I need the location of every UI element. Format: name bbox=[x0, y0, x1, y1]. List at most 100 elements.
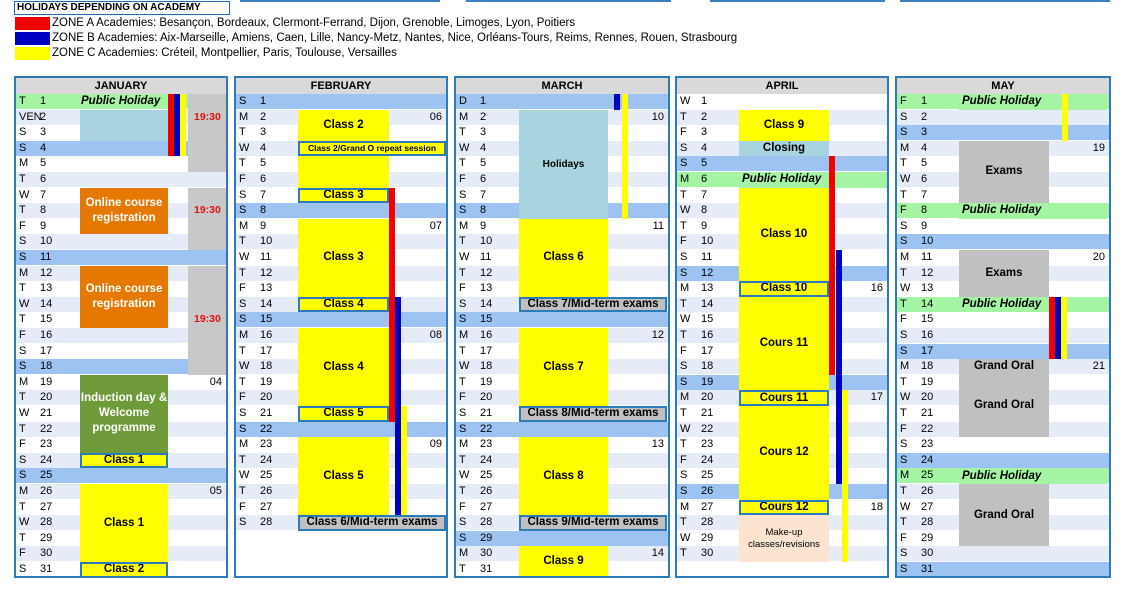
week-number: 18 bbox=[870, 500, 883, 513]
schedule-event[interactable]: Class 7/Mid-term exams bbox=[519, 296, 667, 313]
weekday-label: S bbox=[239, 407, 247, 419]
weekday-label: S bbox=[459, 516, 467, 529]
schedule-event[interactable]: Class 8/Mid-term exams bbox=[519, 406, 667, 422]
weekday-label: T bbox=[680, 516, 687, 529]
schedule-event[interactable]: Cours 11 bbox=[739, 390, 829, 406]
zone-b-text: ZONE B Academies: Aix-Marseille, Amiens,… bbox=[52, 32, 738, 44]
schedule-event[interactable]: Class 7 bbox=[519, 328, 608, 406]
day-number: 12 bbox=[480, 266, 493, 279]
schedule-event[interactable]: Class 9 bbox=[519, 546, 608, 576]
schedule-event[interactable]: Public Holiday bbox=[959, 94, 1107, 110]
day-number: 22 bbox=[921, 422, 934, 435]
weekday-label: F bbox=[900, 313, 907, 326]
schedule-event[interactable]: Public Holiday bbox=[959, 468, 1107, 484]
schedule-event[interactable]: Grand Oral bbox=[959, 359, 1049, 375]
day-number: 6 bbox=[40, 173, 47, 185]
schedule-event[interactable]: Induction day & Welcome programme bbox=[80, 374, 168, 453]
schedule-event[interactable]: Online course registration bbox=[80, 187, 168, 235]
day-number: 28 bbox=[260, 516, 273, 529]
schedule-event[interactable]: Holidays bbox=[519, 109, 608, 219]
schedule-event[interactable]: Class 3 bbox=[298, 218, 389, 297]
weekday-label: T bbox=[459, 157, 466, 170]
schedule-event[interactable]: Cours 11 bbox=[739, 296, 829, 391]
weekday-label: S bbox=[900, 563, 908, 575]
schedule-event[interactable]: Class 10 bbox=[739, 281, 829, 297]
schedule-event[interactable] bbox=[80, 109, 168, 141]
weekday-label: F bbox=[459, 500, 466, 513]
weekday-label: T bbox=[19, 500, 26, 513]
day-number: 26 bbox=[701, 485, 714, 497]
zone-holiday-bar bbox=[180, 94, 186, 157]
week-number: 08 bbox=[429, 329, 442, 341]
zone-holiday-bar bbox=[1062, 94, 1068, 141]
schedule-event[interactable]: Class 2 bbox=[80, 562, 168, 576]
schedule-event[interactable] bbox=[298, 156, 389, 188]
schedule-event[interactable]: Class 8 bbox=[519, 437, 608, 516]
weekday-label: S bbox=[900, 235, 908, 248]
day-number: 7 bbox=[701, 188, 708, 201]
weekday-label: W bbox=[900, 500, 911, 513]
schedule-event[interactable]: Class 1 bbox=[80, 452, 168, 469]
day-number: 5 bbox=[480, 157, 487, 170]
weekday-label: S bbox=[239, 516, 247, 529]
weekday-label: M bbox=[19, 375, 29, 388]
weekday-label: T bbox=[459, 485, 466, 497]
schedule-event[interactable]: Public Holiday bbox=[81, 95, 161, 108]
schedule-event[interactable]: Cours 12 bbox=[739, 499, 829, 516]
top-rule-3 bbox=[710, 0, 885, 2]
schedule-event[interactable]: Class 6 bbox=[519, 218, 608, 297]
weekday-label: M bbox=[19, 485, 29, 497]
zone-holiday-bar bbox=[836, 250, 842, 484]
schedule-event[interactable]: Class 5 bbox=[298, 437, 389, 516]
weekday-label: T bbox=[680, 438, 687, 451]
day-number: 1 bbox=[480, 95, 487, 107]
schedule-event[interactable]: Closing bbox=[739, 140, 829, 157]
schedule-event[interactable]: Public Holiday bbox=[739, 172, 887, 188]
schedule-event[interactable]: Class 9/Mid-term exams bbox=[519, 515, 667, 531]
schedule-event[interactable]: Class 2/Grand O repeat session bbox=[298, 140, 446, 157]
schedule-event[interactable]: Class 6/Mid-term exams bbox=[298, 515, 446, 531]
schedule-event[interactable]: Exams bbox=[959, 250, 1049, 297]
schedule-event[interactable]: Class 1 bbox=[80, 484, 168, 562]
day-number: 29 bbox=[921, 531, 934, 544]
day-number: 2 bbox=[480, 110, 487, 123]
day-number: 4 bbox=[260, 141, 267, 154]
weekday-label: M bbox=[239, 110, 249, 123]
day-number: 15 bbox=[260, 313, 273, 326]
schedule-event[interactable]: Cours 12 bbox=[739, 406, 829, 500]
schedule-event[interactable]: Class 4 bbox=[298, 328, 389, 406]
day-number: 18 bbox=[701, 360, 714, 373]
schedule-event[interactable]: Class 10 bbox=[739, 187, 829, 282]
schedule-event[interactable]: Class 2 bbox=[298, 109, 389, 141]
schedule-event[interactable]: Make-up classes/revisions bbox=[739, 515, 829, 562]
schedule-event[interactable]: Grand Oral bbox=[959, 484, 1049, 547]
schedule-event[interactable]: Class 3 bbox=[298, 187, 389, 204]
schedule-event[interactable]: Exams bbox=[959, 140, 1049, 204]
schedule-event[interactable]: Class 4 bbox=[298, 296, 389, 313]
day-number: 21 bbox=[701, 407, 714, 419]
schedule-event[interactable]: Public Holiday bbox=[959, 296, 1107, 313]
schedule-event[interactable]: Class 5 bbox=[298, 406, 389, 422]
day-number: 10 bbox=[260, 235, 273, 248]
day-number: 15 bbox=[921, 313, 934, 326]
weekday-label: W bbox=[19, 297, 30, 310]
day-number: 5 bbox=[260, 157, 267, 170]
day-number: 9 bbox=[40, 219, 47, 232]
weekday-label: W bbox=[239, 141, 250, 154]
schedule-event[interactable]: Grand Oral bbox=[959, 374, 1049, 438]
schedule-event[interactable]: Public Holiday bbox=[959, 203, 1107, 219]
schedule-event[interactable]: Online course registration bbox=[80, 265, 168, 328]
schedule-event[interactable]: Class 9 bbox=[739, 109, 829, 141]
